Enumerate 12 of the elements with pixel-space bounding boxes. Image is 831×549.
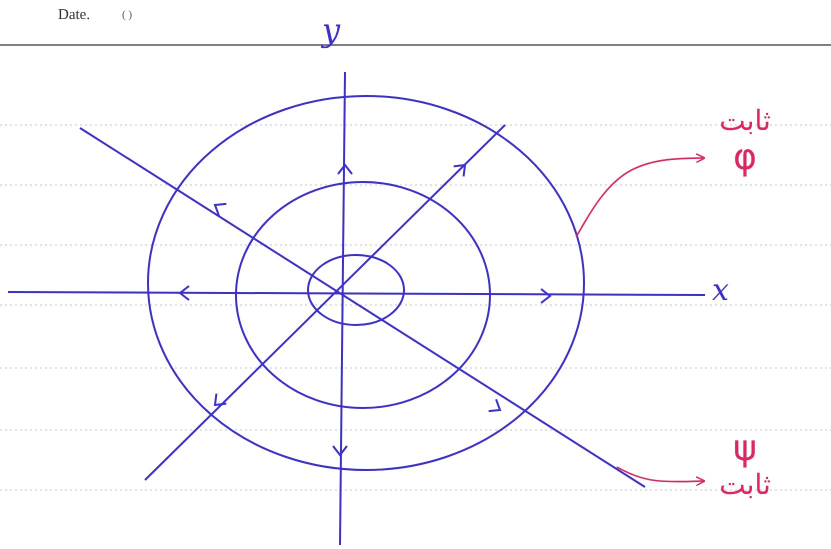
handwritten-label: φ — [733, 137, 757, 179]
leader-arrow — [616, 466, 706, 486]
radial-line — [79, 127, 646, 488]
handwritten-label: ψ — [733, 428, 757, 470]
leader-arrow — [576, 152, 706, 238]
axis-label: y — [322, 14, 340, 46]
date-brackets: ( ) — [122, 10, 132, 21]
handwritten-label: ثابت — [719, 105, 771, 138]
date-field-label: Date. — [58, 8, 90, 23]
axis-label: x — [712, 276, 729, 306]
handwritten-label: ثابت — [719, 469, 771, 502]
outer-circle — [147, 95, 585, 471]
